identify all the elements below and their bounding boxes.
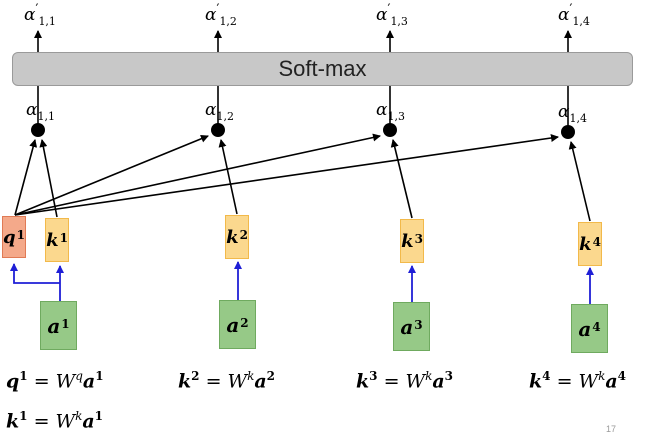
key-to-score-1: [39, 139, 58, 218]
alpha-score-label-1: α1,1: [26, 100, 55, 123]
alpha-score-label-4: α1,4: [558, 102, 587, 125]
alpha-prime-label-4: α′1,4: [558, 2, 590, 28]
alpha-prime-label-1: α′1,1: [24, 2, 56, 28]
softmax-bar: Soft-max: [12, 52, 633, 86]
alpha-prime-label-3: α′1,3: [376, 2, 408, 28]
alpha-score-label-2: α1,2: [205, 100, 234, 123]
equation-k1: k1 = Wka1: [6, 409, 104, 433]
score-dot-1: [31, 123, 45, 137]
key-to-score-4: [568, 141, 591, 222]
key-to-score-3: [390, 139, 413, 219]
query-to-score-1: [14, 139, 38, 216]
alpha-prime-label-2: α′1,2: [205, 2, 237, 28]
query-to-score-3: [14, 133, 381, 216]
equation-k3: k3 = Wka3: [356, 369, 454, 393]
query-to-score-2: [14, 134, 209, 216]
score-dot-3: [383, 123, 397, 137]
equation-k4: k4 = Wka4: [529, 369, 627, 393]
equation-q1: q1 = Wqa1: [6, 369, 104, 393]
score-dot-2: [211, 123, 225, 137]
key-to-score-2: [218, 139, 238, 215]
equation-k2: k2 = Wka2: [178, 369, 276, 393]
softmax-label: Soft-max: [278, 56, 367, 81]
page-number: 17: [606, 424, 617, 434]
input-to-query-1: [10, 263, 60, 284]
alpha-score-label-3: α1,3: [376, 100, 405, 123]
query-to-score-4: [14, 134, 559, 216]
score-dot-4: [561, 125, 575, 139]
